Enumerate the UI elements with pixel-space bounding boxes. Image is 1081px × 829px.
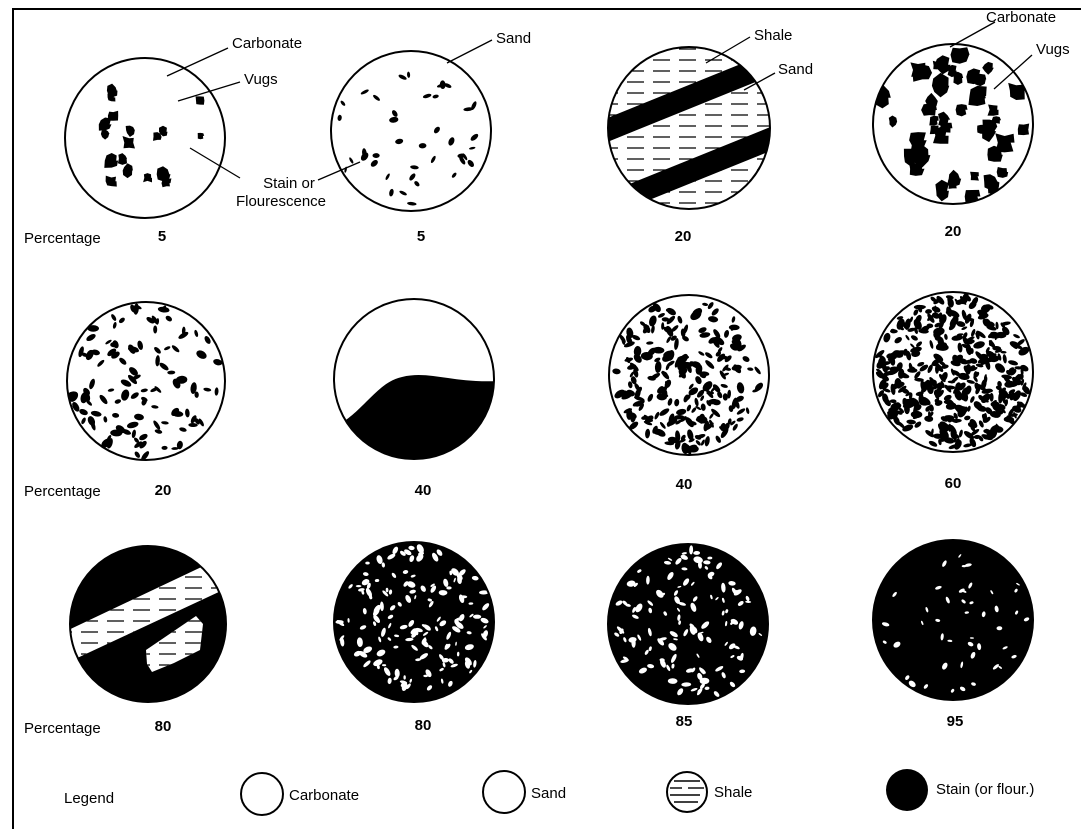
percentage-row-label: Percentage — [24, 720, 101, 737]
stain-80-circle — [334, 542, 494, 702]
legend-sand-symbol — [483, 771, 525, 813]
carbonate-vugs-5-circle — [65, 58, 225, 218]
legend-stain-symbol — [886, 769, 928, 811]
percentage-value: 95 — [947, 713, 964, 730]
vugs-annotation: Vugs — [244, 71, 278, 88]
sand-5-circle — [331, 51, 491, 211]
legend-sand-label: Sand — [531, 785, 566, 802]
stain-annotation-line1: Stain or — [244, 175, 334, 192]
sand-annotation: Sand — [496, 30, 531, 47]
percentage-value: 80 — [415, 717, 432, 734]
legend-shale-label: Shale — [714, 784, 752, 801]
legend-shale-symbol — [667, 772, 707, 812]
percentage-value: 40 — [676, 476, 693, 493]
sand-60-circle — [873, 292, 1033, 452]
percentage-row-label: Percentage — [24, 483, 101, 500]
carbonate-annotation-2: Carbonate — [986, 9, 1056, 26]
legend-title: Legend — [64, 790, 114, 807]
vugs-annotation-2: Vugs — [1036, 41, 1070, 58]
legend-carbonate-label: Carbonate — [289, 787, 359, 804]
percentage-value: 40 — [415, 482, 432, 499]
stain-shale-80-circle — [60, 540, 236, 710]
sand-40-circle — [609, 295, 769, 456]
shale-sand-bands-20-circle — [590, 40, 800, 224]
percentage-value: 5 — [158, 228, 166, 245]
sand-20-circle — [67, 302, 225, 462]
percentage-value: 85 — [676, 713, 693, 730]
carbonate-vugs-20-circle — [872, 44, 1033, 204]
legend-stain-label: Stain (or flour.) — [936, 781, 1034, 798]
percentage-value: 20 — [945, 223, 962, 240]
percentage-row-label: Percentage — [24, 230, 101, 247]
percentage-value: 20 — [155, 482, 172, 499]
percentage-value: 80 — [155, 718, 172, 735]
stain-95-circle — [873, 540, 1033, 700]
percentage-value: 60 — [945, 475, 962, 492]
stain-annotation-line2: Flourescence — [228, 193, 334, 210]
percentage-value: 20 — [675, 228, 692, 245]
carbonate-annotation: Carbonate — [232, 35, 302, 52]
legend-carbonate-symbol — [241, 773, 283, 815]
stain-85-circle — [608, 544, 768, 704]
sand-band-annotation: Sand — [778, 61, 813, 78]
percentage-value: 5 — [417, 228, 425, 245]
stain-40-lower-circle — [330, 299, 500, 470]
shale-annotation: Shale — [754, 27, 792, 44]
